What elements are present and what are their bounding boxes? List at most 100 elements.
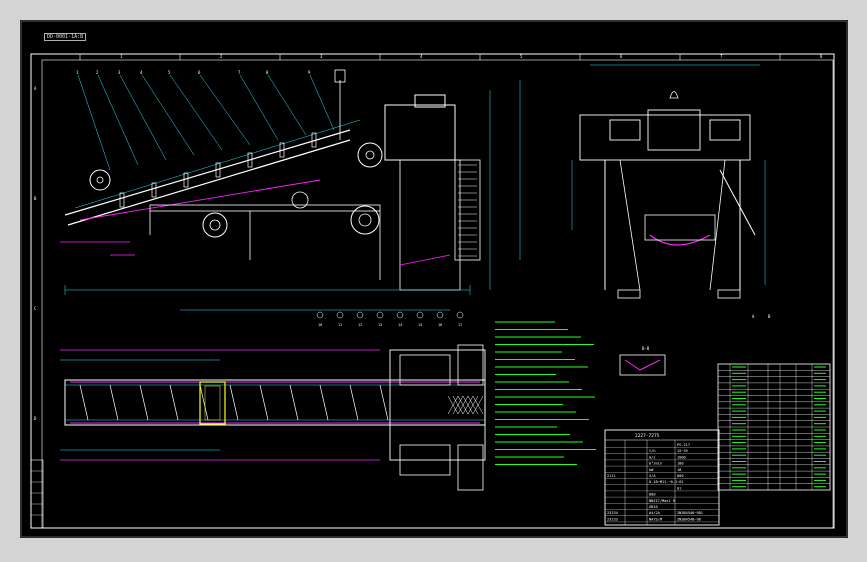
- idler-stand: [151, 182, 157, 198]
- tension-pulley: [291, 191, 309, 209]
- plan-right-box-top: [457, 344, 484, 386]
- title-block-cell: NAYS/M: [649, 517, 663, 521]
- plan-hatch: [447, 395, 459, 415]
- plan-hatch: [467, 395, 479, 415]
- plan-cross-member: [289, 384, 299, 421]
- plan-crusher-top-box: [399, 354, 451, 386]
- end-view-motor-left: [609, 119, 641, 141]
- title-block-cell: kW: [649, 468, 654, 472]
- plan-cross-member: [169, 384, 179, 421]
- balloon-number: 7: [238, 70, 241, 75]
- balloon-number: 2: [96, 70, 99, 75]
- border-side-label: A: [34, 86, 37, 91]
- plan-view-frame: [64, 379, 486, 426]
- balloon-number: 4: [140, 70, 143, 75]
- plan-cross-member: [259, 384, 269, 421]
- end-view-hopper-box: [644, 214, 716, 241]
- border-side-label: D: [34, 416, 37, 421]
- title-block-cell: 1000: [677, 455, 686, 459]
- conveyor-upper-belt: [64, 129, 351, 216]
- end-view-top-frame: [579, 114, 751, 161]
- balloon-number: 3: [118, 70, 121, 75]
- lower-balloon-number: 12: [358, 323, 362, 327]
- lower-balloon-number: 13: [378, 323, 382, 327]
- detail-bb-box: [619, 354, 666, 376]
- title-block-title: 2227-7275: [635, 433, 660, 439]
- mast-head: [334, 69, 346, 83]
- idler-stand: [279, 142, 285, 158]
- crusher-hopper: [414, 94, 446, 108]
- plan-crusher-outline: [389, 349, 486, 461]
- end-view-crusher: [647, 109, 701, 151]
- lower-balloon-number: 14: [398, 323, 402, 327]
- plan-cross-member: [319, 384, 329, 421]
- plan-hatch: [452, 395, 464, 415]
- lower-balloon: [356, 311, 364, 319]
- balloon-number: 1: [76, 70, 79, 75]
- travel-wheel: [202, 212, 228, 238]
- balloon-leader: [119, 74, 167, 161]
- rear-wheel: [350, 205, 380, 235]
- title-block-cell: t/h: [649, 449, 656, 453]
- title-block-cell: 5/A: [649, 474, 656, 478]
- end-view-lifting-eye: [669, 91, 679, 99]
- conveyor-magenta-line: [79, 179, 321, 221]
- title-block-cell: 2111: [607, 474, 616, 478]
- border-side-label: B: [34, 196, 37, 201]
- balloon-leader: [267, 74, 307, 136]
- title-block-cell: 23233: [607, 517, 618, 521]
- balloon-number: 6: [198, 70, 201, 75]
- end-view-magenta-arc: [649, 234, 711, 246]
- crusher-flywheel: [357, 142, 383, 168]
- idler-stand: [119, 192, 125, 208]
- balloon-leader: [141, 74, 195, 156]
- discharge-chute: [454, 159, 481, 261]
- detail-label: B-B: [642, 346, 650, 351]
- border-mark-label: 8: [820, 54, 823, 59]
- end-view-foot-right: [717, 289, 741, 299]
- lower-balloon-number: 16: [438, 323, 442, 327]
- title-block-cell: GB10: [649, 505, 658, 509]
- revision-block: [30, 459, 44, 529]
- title-block-cell: m/s: [649, 455, 656, 459]
- lower-balloon-number: 15: [418, 323, 422, 327]
- frame-border: [30, 53, 835, 529]
- lower-balloon: [436, 311, 444, 319]
- plan-cross-member: [139, 384, 149, 421]
- balloon-number: 9: [308, 70, 311, 75]
- conveyor-center-line: [74, 119, 361, 209]
- lower-balloon-number: 11: [338, 323, 342, 327]
- lower-balloon-number: 10: [318, 323, 322, 327]
- plan-right-box-bottom: [457, 444, 484, 491]
- end-view-foot-left: [617, 289, 641, 299]
- plan-hatch: [472, 395, 484, 415]
- balloon-number: 8: [266, 70, 269, 75]
- title-block-cell: NNZI7/Max1 R: [649, 499, 676, 503]
- lower-balloon-number: 17: [458, 323, 462, 327]
- plan-yellow-bracket: [199, 381, 226, 425]
- balloon-leader: [77, 74, 111, 171]
- plan-cross-member: [199, 384, 209, 421]
- border-mark-label: 2: [220, 54, 223, 59]
- border-side-label: C: [34, 306, 37, 311]
- border-mark-label: 7: [720, 54, 723, 59]
- conveyor-lower-belt: [67, 139, 351, 226]
- plan-crusher-bottom-box: [399, 444, 451, 476]
- lower-balloon: [396, 311, 404, 319]
- title-block-cell: 180: [677, 462, 684, 466]
- lower-balloon: [376, 311, 384, 319]
- title-block-cell: 800: [649, 493, 656, 497]
- drive-pulley: [89, 169, 111, 191]
- title-block-cell: 2N3B4548~98: [677, 517, 701, 521]
- title-block-frame: [604, 429, 720, 526]
- crusher-flywheel-hub: [365, 150, 375, 160]
- end-view-leg-inner-right: [709, 159, 726, 291]
- idler-stand: [183, 172, 189, 188]
- title-block-cell: A4/2A: [649, 511, 661, 515]
- title-block-cell: 800: [677, 474, 684, 478]
- lower-balloon: [336, 311, 344, 319]
- plan-yellow-inner: [204, 385, 221, 421]
- balloon-leader: [309, 74, 335, 131]
